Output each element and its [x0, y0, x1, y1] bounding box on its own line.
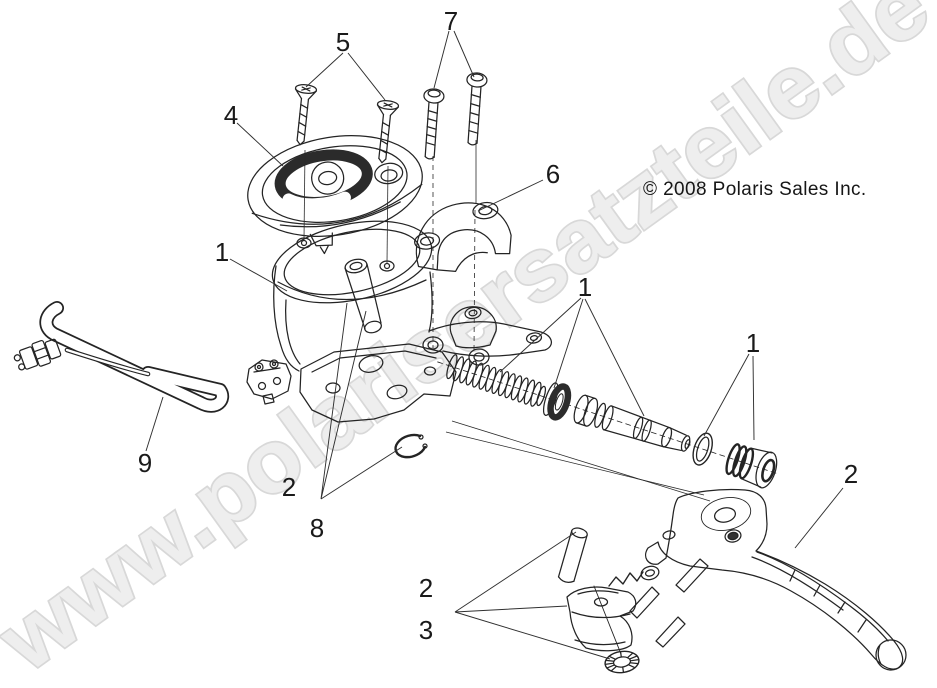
cover-screw-right: [376, 100, 400, 164]
cover-screw-left: [294, 84, 318, 146]
clamp-bolt-right: [466, 72, 488, 146]
pivot-boot-cover: [566, 586, 637, 652]
clip-spring: [608, 565, 660, 587]
callout-9-harness: 9: [137, 448, 153, 478]
copyright-notice: © 2008 Polaris Sales Inc.: [643, 179, 867, 200]
callout-6-clamp: 6: [545, 159, 561, 189]
callout-7-clamp-bolts: 7: [443, 6, 459, 36]
clamp-bolt-left: [423, 88, 445, 160]
cup-seal: [542, 382, 572, 421]
handlebar-clamp: [414, 201, 512, 272]
piston-assembly: [437, 354, 779, 489]
callout-1-oring-boot: 1: [745, 328, 761, 358]
callout-2-pushrod: 2: [281, 472, 297, 502]
pivot-pin: [557, 527, 588, 583]
lock-washer: [604, 650, 640, 674]
wire-harness: [13, 301, 230, 413]
master-cylinder-body: [271, 220, 552, 423]
reservoir-cover: [247, 135, 423, 255]
callout-1-piston-group: 1: [577, 272, 593, 302]
center-lines: [303, 140, 711, 502]
boot-bushing: [725, 443, 778, 489]
callout-2-pin-boot: 2: [418, 573, 434, 603]
leader-lines: [145, 30, 844, 660]
callout-3-washer: 3: [418, 615, 434, 645]
spacer-plates: [629, 558, 709, 648]
o-ring: [692, 432, 713, 466]
callout-8-snap-ring: 8: [309, 513, 325, 543]
callout-5-cover-screws: 5: [335, 27, 351, 57]
piston: [573, 394, 691, 452]
brake-lever: [645, 488, 907, 671]
return-spring: [446, 354, 547, 407]
brake-switch-block: [246, 359, 292, 405]
snap-ring: [394, 433, 428, 459]
callout-2-lever: 2: [843, 459, 859, 489]
callout-4-cover: 4: [223, 100, 239, 130]
callout-1-body: 1: [214, 237, 230, 267]
